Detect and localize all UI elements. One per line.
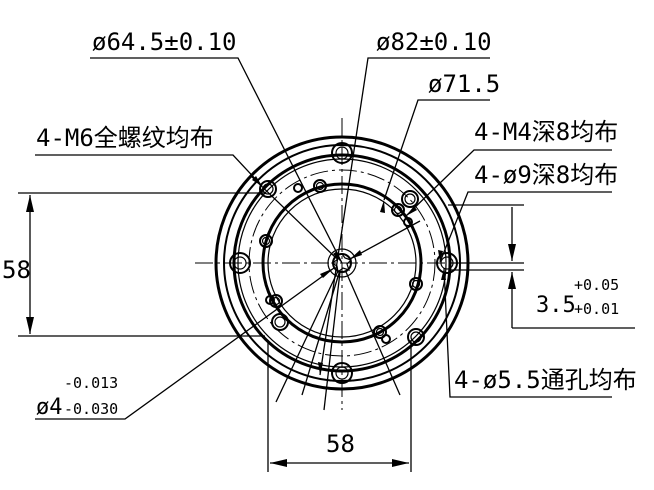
label-3-5-main: 3.5 [536,293,576,318]
label-d82: ø82±0.10 [376,28,492,56]
hole-m6-tr [401,190,419,208]
label-d55: 4-ø5.5通孔均布 [454,366,637,394]
leader-lines [35,57,612,420]
label-m4: 4-M4深8均布 [474,118,618,146]
hole-d9-bottom [331,362,353,384]
hole-m6-br [407,328,425,346]
label-d4-main: ø4 [36,395,63,420]
hole-m4-4 [259,234,273,248]
hole-m4-1 [313,179,327,193]
inner-circle-64 [261,182,423,344]
m6-holes [259,180,425,346]
label-d4-lower: -0.030 [64,400,118,418]
label-d9: 4-ø9深8均布 [474,161,618,189]
hole-m4-2 [391,203,405,217]
inner-circle-line [267,188,417,338]
hole-m6-tl [259,180,277,198]
center-spline [327,248,357,278]
d55-holes [265,183,413,344]
hole-m4-6 [373,325,387,339]
label-58-vertical: 58 [2,256,31,284]
label-3-5-upper: +0.05 [574,276,619,294]
label-d71: ø71.5 [428,70,500,98]
hole-d9-top [331,142,353,164]
dim-58-horizontal [267,340,412,472]
label-m6: 4-M6全螺纹均布 [36,124,214,152]
label-d64: ø64.5±0.10 [92,28,237,56]
hole-d9-left [229,252,251,274]
dim-58-vertical [18,192,265,337]
label-3-5-lower: +0.01 [574,300,619,318]
hole-m4-5 [269,294,283,308]
hole-m4-3 [409,277,423,291]
hole-m6-bl [271,313,289,331]
m4-holes [259,179,423,339]
label-d4-upper: -0.013 [64,374,118,392]
dim-3-5 [448,204,635,329]
arrowheads [252,176,446,375]
label-58-horizontal: 58 [326,430,355,458]
